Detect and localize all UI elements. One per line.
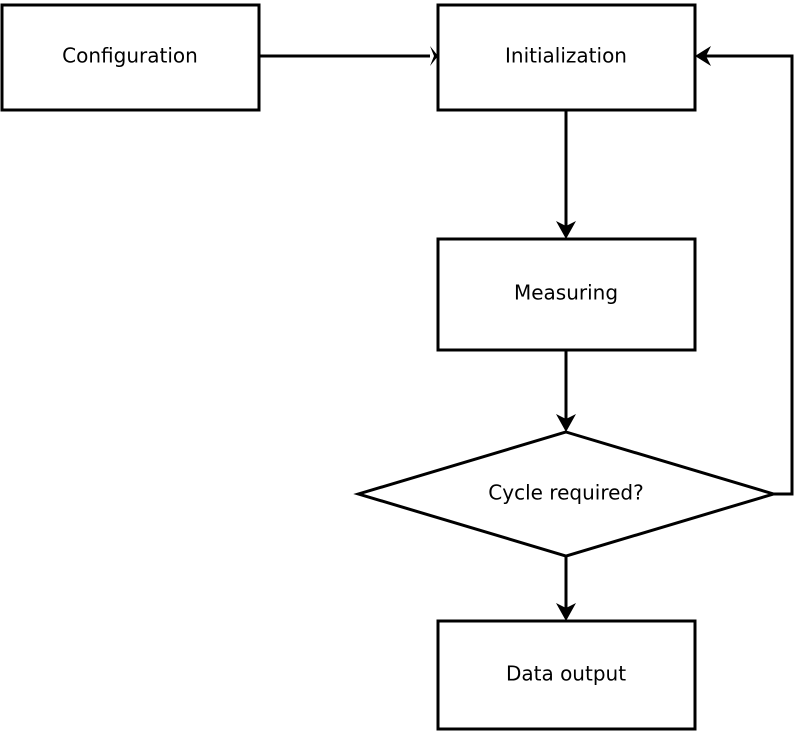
edge-initialization-to-measuring xyxy=(556,110,576,239)
arrow-head-icon xyxy=(556,221,576,239)
node-cycle-required[interactable]: Cycle required? xyxy=(353,430,779,558)
node-label: Data output xyxy=(506,662,626,686)
edge-cycle-required-to-initialization xyxy=(695,46,794,496)
arrow-head-icon xyxy=(430,46,438,66)
node-label: Cycle required? xyxy=(488,481,643,505)
node-data-output[interactable]: Data output xyxy=(436,619,697,731)
node-rectangle[interactable] xyxy=(0,3,261,112)
node-rectangle[interactable] xyxy=(436,619,697,731)
node-measuring[interactable]: Measuring xyxy=(436,237,697,352)
node-initialization[interactable]: Initialization xyxy=(436,3,697,112)
nodes-layer: Configuration Initialization Measuring C… xyxy=(0,3,779,731)
arrow-head-icon xyxy=(695,46,711,66)
node-rectangle[interactable] xyxy=(436,3,697,112)
edge-configuration-to-initialization xyxy=(259,46,438,66)
node-rectangle[interactable] xyxy=(436,237,697,352)
arrow-head-icon xyxy=(556,603,576,621)
node-configuration[interactable]: Configuration xyxy=(0,3,261,112)
edge-cycle-required-to-data-output xyxy=(556,556,576,621)
node-diamond[interactable] xyxy=(353,430,779,558)
node-label: Configuration xyxy=(62,44,198,68)
edge-line xyxy=(703,54,794,496)
arrow-head-icon xyxy=(556,414,576,432)
node-label: Measuring xyxy=(514,281,618,305)
node-label: Initialization xyxy=(505,44,627,68)
edges-layer xyxy=(259,46,794,621)
edge-measuring-to-cycle-required xyxy=(556,350,576,432)
